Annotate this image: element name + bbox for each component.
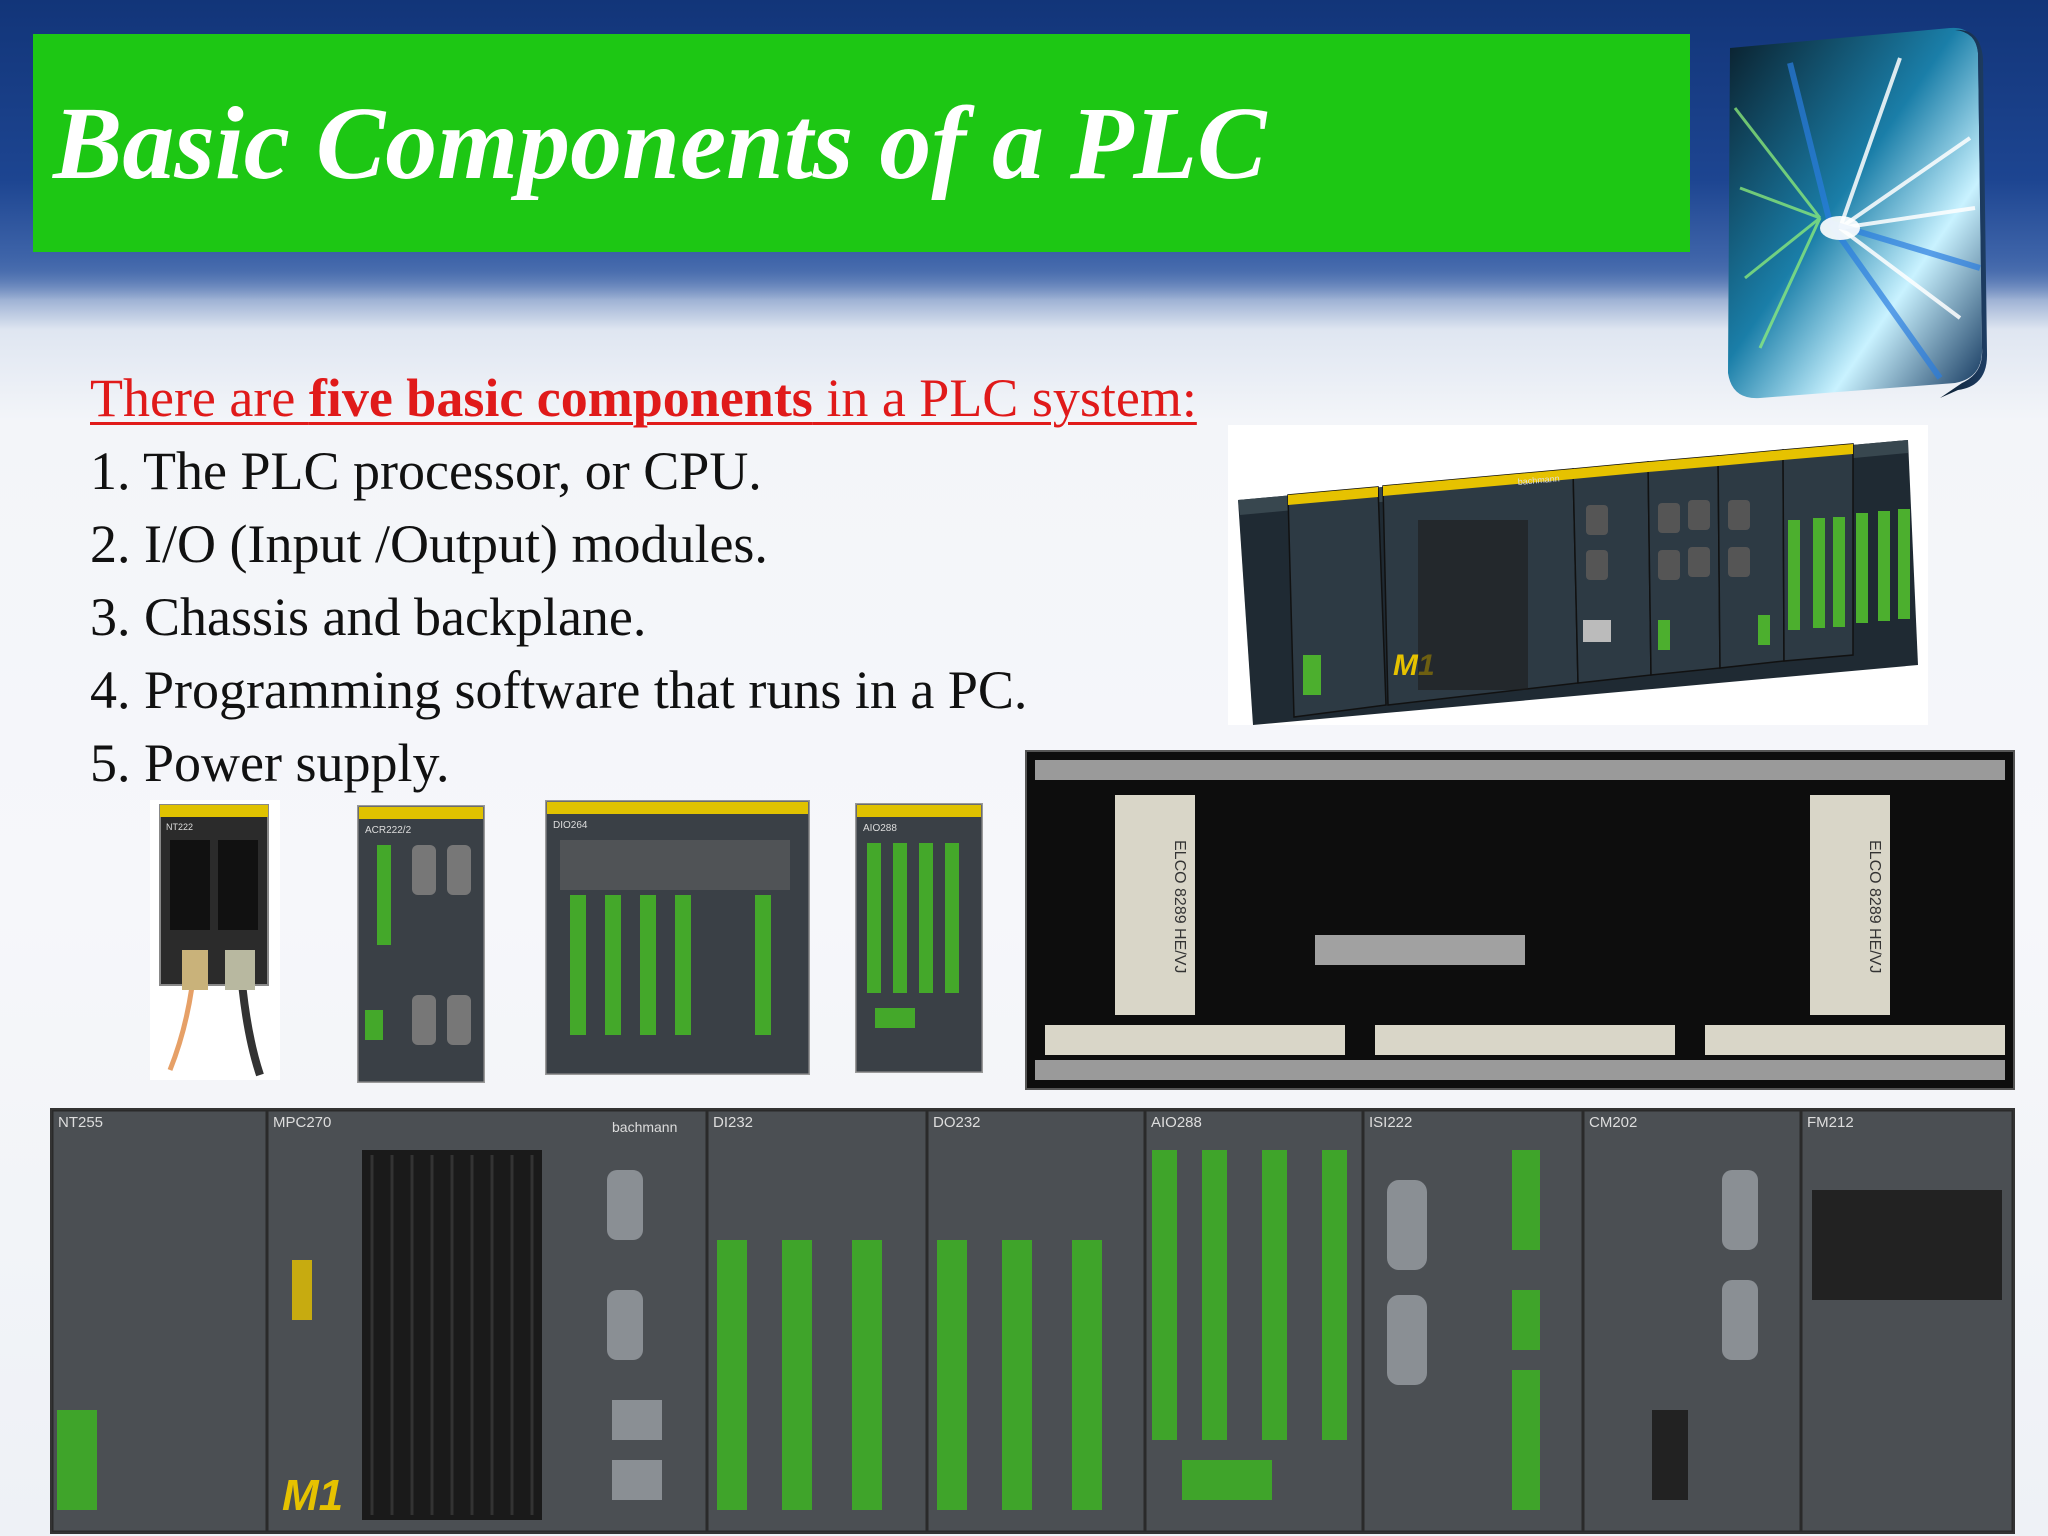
- module-acr-photo: ACR222/2: [357, 805, 485, 1083]
- bottom-rack-graphic: M1 bachmann: [52, 1110, 2013, 1532]
- intro-prefix: There are: [90, 368, 309, 428]
- module-nt222-label: NT222: [166, 822, 193, 832]
- chassis-backplane-photo: ELCO 8289 HE/VJ ELCO 8289 HE/VJ: [1025, 750, 2015, 1090]
- list-item-2: 2. I/O (Input /Output) modules.: [90, 514, 768, 574]
- module-aio-label: AIO288: [863, 823, 897, 834]
- bottom-rack-photo: M1 bachmann: [50, 1108, 2015, 1534]
- slide-body: There are five basic components in a PLC…: [90, 362, 1390, 800]
- list-item-3: 3. Chassis and backplane.: [90, 587, 647, 647]
- bottom-rack-logo: M1: [282, 1471, 343, 1520]
- bottom-module-label-4: DO232: [933, 1114, 981, 1131]
- intro-line: There are five basic components in a PLC…: [90, 362, 1390, 435]
- bottom-module-label-7: CM202: [1589, 1114, 1638, 1131]
- module-aio-photo: AIO288: [855, 803, 983, 1073]
- list-item-4: 4. Programming software that runs in a P…: [90, 660, 1028, 720]
- bottom-rack-module-labels: NT255 MPC270 DI232 DO232 AIO288 ISI222 C…: [52, 1110, 2013, 1134]
- rack-brand: bachmann: [1517, 473, 1560, 487]
- light-cube-graphic: [1728, 27, 1988, 399]
- title-banner: Basic Components of a PLC: [33, 34, 1690, 252]
- module-nt222-photo: NT222: [150, 800, 280, 1080]
- list-item-5: 5. Power supply.: [90, 733, 450, 793]
- slide-title: Basic Components of a PLC: [53, 86, 1267, 201]
- module-dio-photo: DIO264: [545, 800, 810, 1075]
- list-item-1: 1. The PLC processor, or CPU.: [90, 441, 762, 501]
- bottom-rack-brand: bachmann: [612, 1119, 677, 1135]
- chassis-connector-left-label: ELCO 8289 HE/VJ: [1171, 840, 1188, 973]
- bottom-module-label-3: DI232: [713, 1114, 754, 1131]
- intro-bold: five basic components: [308, 368, 813, 428]
- intro-suffix: in a PLC system:: [812, 368, 1197, 428]
- bottom-module-label-5: AIO288: [1151, 1114, 1202, 1131]
- module-acr-label: ACR222/2: [365, 825, 412, 836]
- chassis-connector-right-label: ELCO 8289 HE/VJ: [1866, 840, 1883, 973]
- module-dio-label: DIO264: [553, 820, 588, 831]
- bottom-module-label-2: MPC270: [273, 1114, 332, 1131]
- bottom-module-label-1: NT255: [58, 1114, 104, 1131]
- plc-rack-photo: M1 bachmann: [1228, 425, 1928, 725]
- bottom-module-label-6: ISI222: [1369, 1114, 1413, 1131]
- bottom-module-label-8: FM212: [1807, 1114, 1854, 1131]
